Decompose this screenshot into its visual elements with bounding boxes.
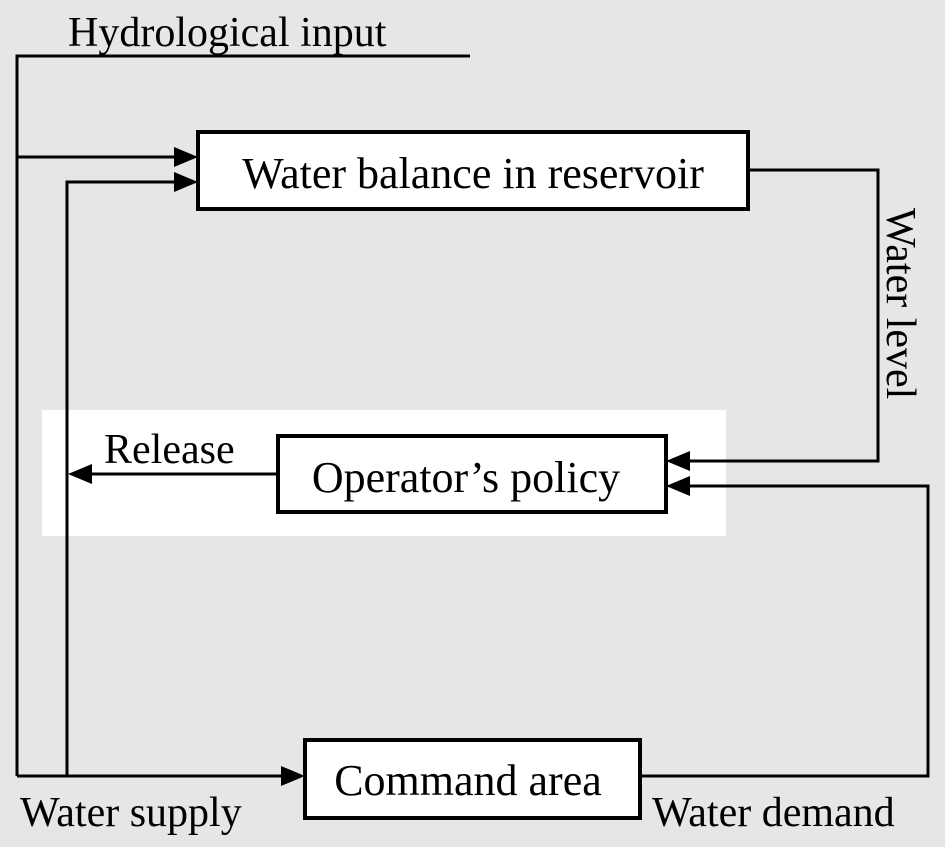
command-area-label: Command area bbox=[334, 756, 602, 805]
water-supply-return-line bbox=[65, 180, 176, 776]
water-level-arrowhead bbox=[666, 451, 690, 471]
policy-box bbox=[276, 434, 668, 514]
water-level-label: Water level bbox=[877, 208, 923, 399]
reservoir-label: Water balance in reservoir bbox=[242, 149, 704, 198]
water-demand-arrowhead bbox=[666, 476, 690, 496]
water-demand-label: Water demand bbox=[652, 790, 895, 836]
hydrological-input-arrowhead bbox=[174, 147, 198, 167]
release-label: Release bbox=[104, 427, 235, 473]
water-supply-return-arrowhead bbox=[174, 172, 198, 192]
hydrological-input-label: Hydrological input bbox=[68, 10, 387, 56]
command-area-box bbox=[303, 738, 642, 820]
policy-label: Operator’s policy bbox=[312, 453, 620, 502]
reservoir-box bbox=[196, 130, 750, 211]
water-demand-line bbox=[640, 484, 930, 778]
release-arrowhead bbox=[68, 464, 92, 484]
water-level-line bbox=[688, 168, 880, 463]
water-supply-label: Water supply bbox=[20, 790, 242, 836]
hydrological-input-line bbox=[15, 54, 470, 776]
water-supply-arrowhead bbox=[281, 766, 305, 786]
